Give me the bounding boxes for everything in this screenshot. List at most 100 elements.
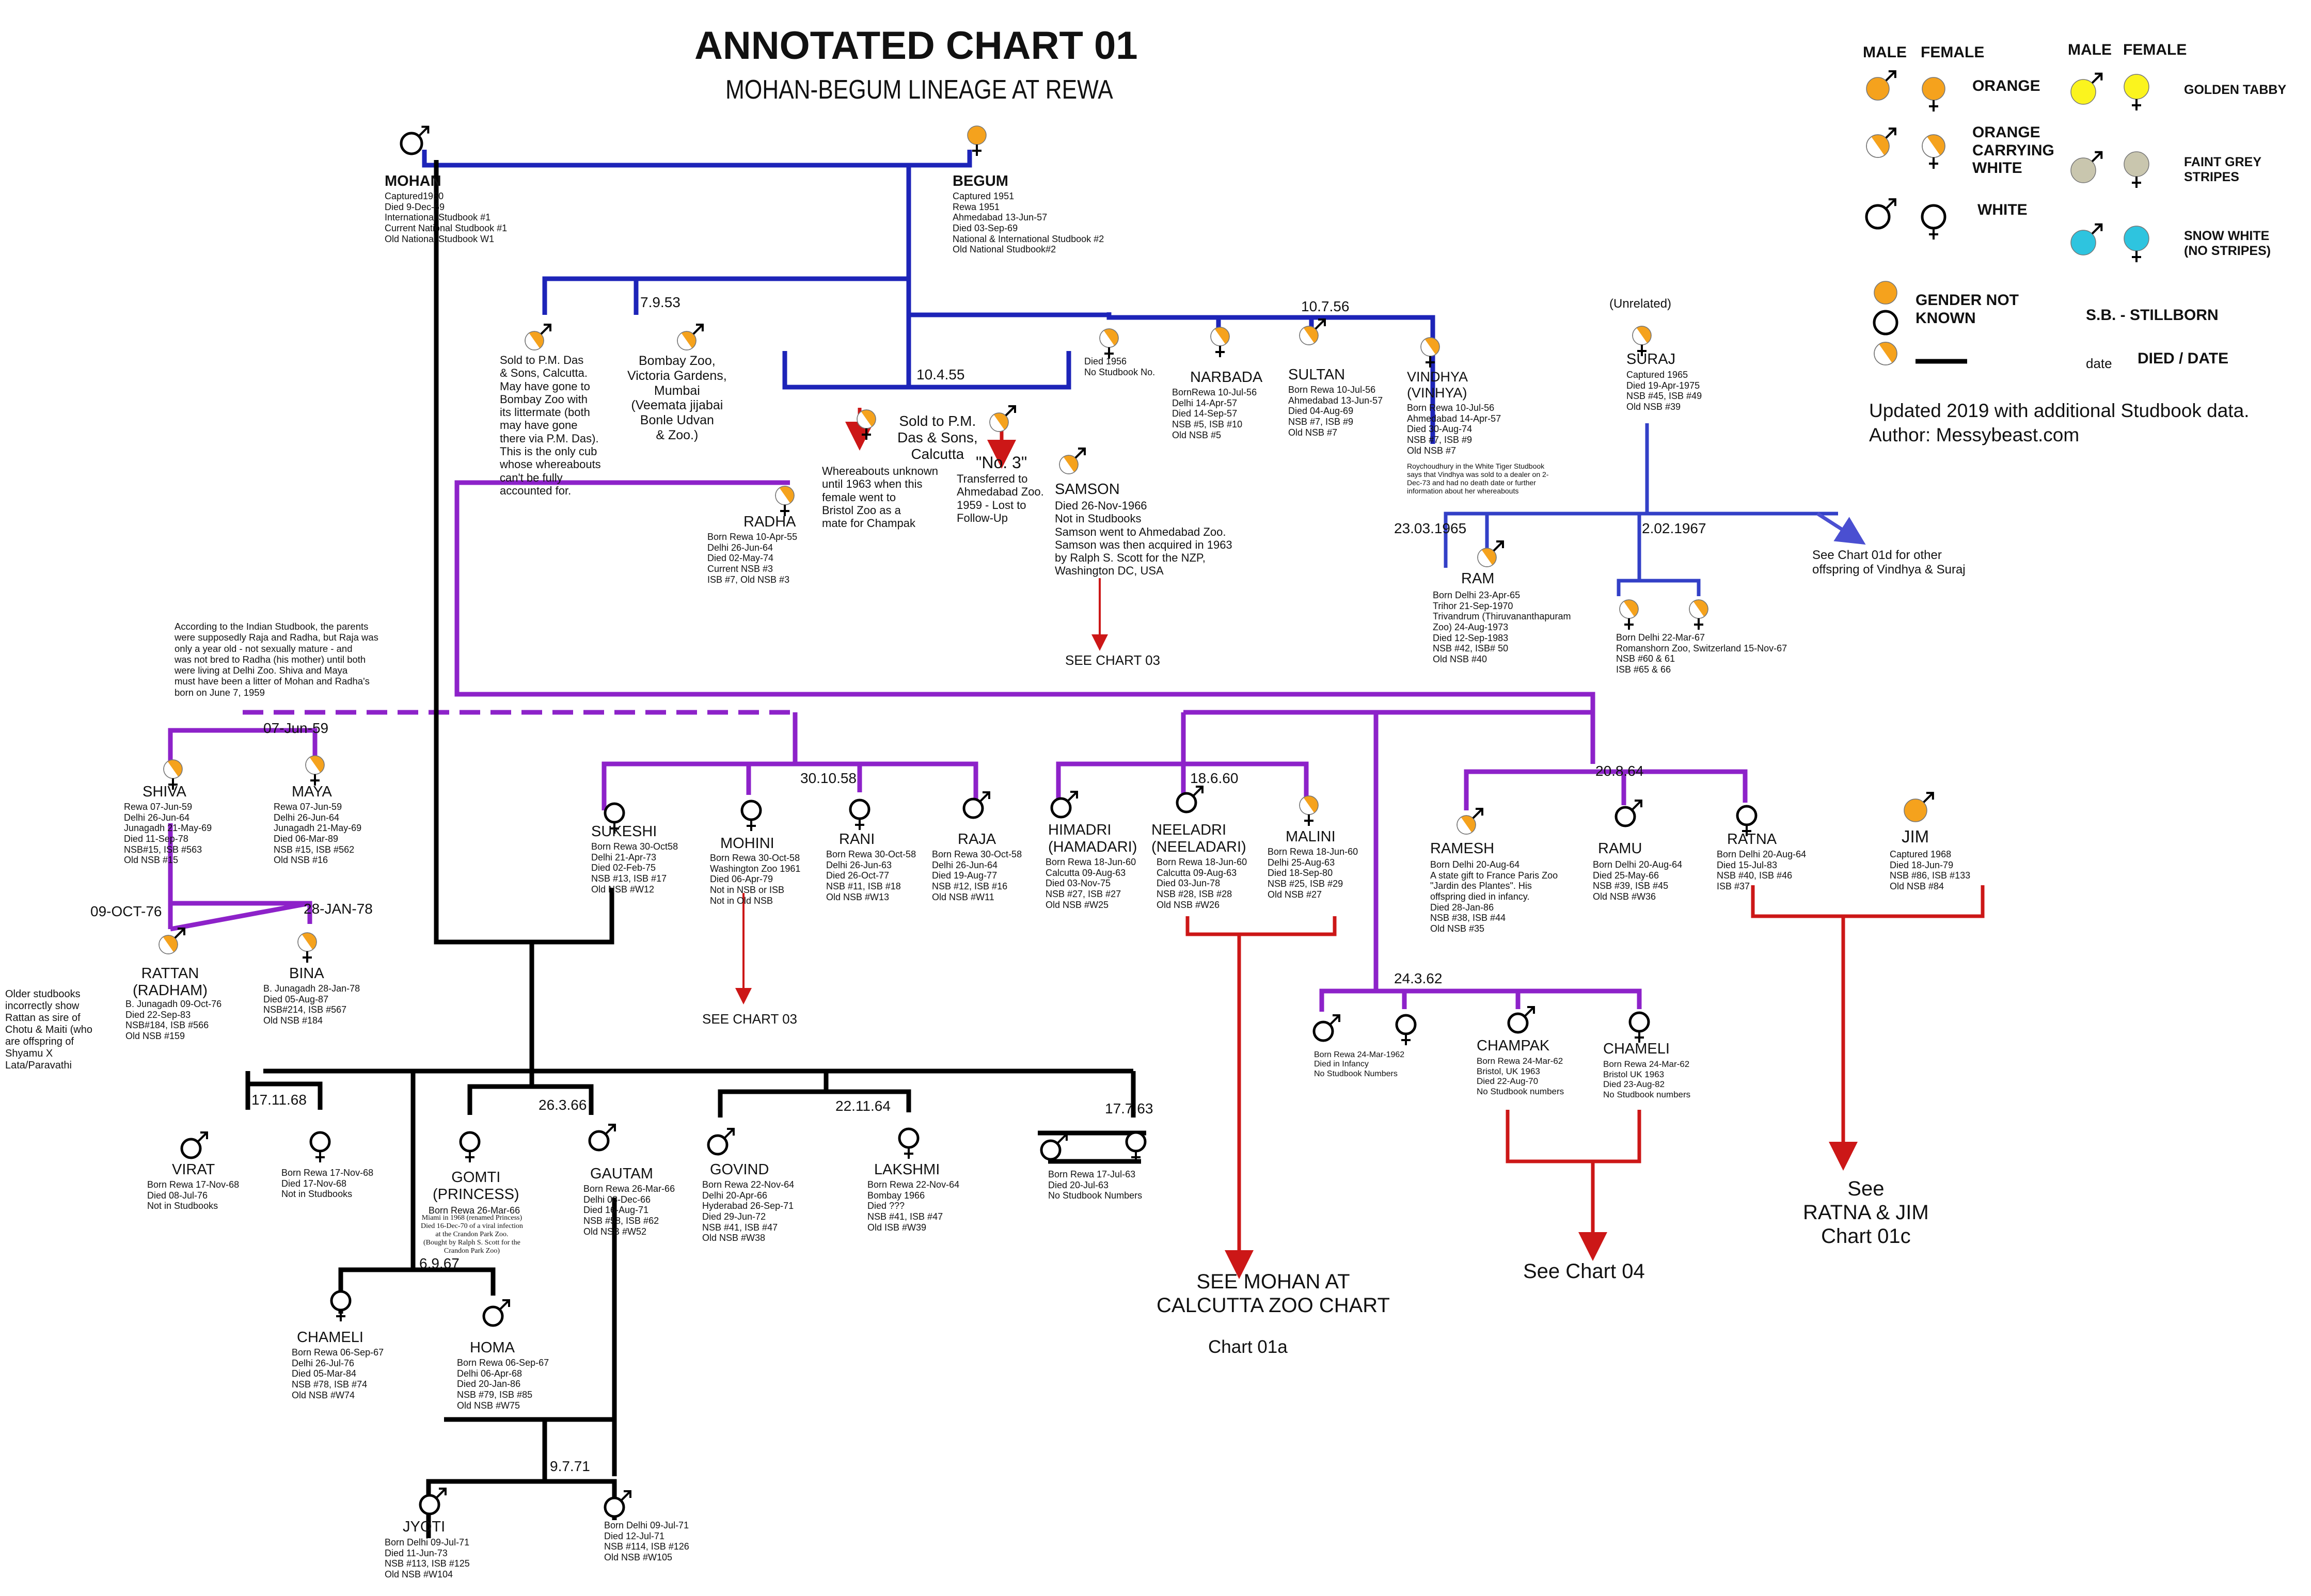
romanshorn-1-symbol [1619, 599, 1639, 630]
ram-symbol [1477, 540, 1504, 567]
narbada-symbol [1210, 327, 1230, 357]
legend-unknown-white-symbol [1873, 310, 1898, 336]
legend-snow-female-symbol [2124, 226, 2149, 262]
credits-updated: Updated 2019 with additional Studbook da… [1869, 400, 2250, 421]
ref-chart-01a: Chart 01a [1208, 1337, 1288, 1357]
tiger-details: Born Delhi 20-Aug-64 A state gift to Fra… [1430, 859, 1558, 934]
shiva-symbol [163, 759, 183, 790]
jim-symbol [1904, 792, 1934, 822]
tiger-name: GOVIND [710, 1161, 769, 1178]
legend-female-header-2: FEMALE [2123, 41, 2187, 58]
tiger-name: HIMADRI (HAMADARI) [1048, 822, 1137, 856]
date-label: 09-OCT-76 [90, 903, 162, 919]
suraj-symbol [1632, 326, 1652, 356]
rattan-symbol [159, 928, 185, 954]
tiger-details: Born Rewa 30-Oct58 Delhi 21-Apr-73 Died … [591, 841, 678, 895]
tiger-name: HOMA [470, 1339, 515, 1356]
homa-symbol [482, 1299, 510, 1327]
tiger-name: CHAMELI [297, 1329, 363, 1346]
tiger-details: Rewa 07-Jun-59 Delhi 26-Jun-64 Junagadh … [124, 802, 212, 866]
tiger-name: SHIVA [143, 784, 186, 800]
pair-1963-note: Born Rewa 17-Jul-63 Died 20-Jul-63 No St… [1048, 1169, 1143, 1201]
tiger-name: RATTAN (RADHAM) [133, 965, 208, 999]
legend-died-date: DIED / DATE [2138, 350, 2229, 367]
tiger-details: Rewa 07-Jun-59 Delhi 26-Jun-64 Junagadh … [274, 802, 362, 866]
date-label: 28-JAN-78 [304, 901, 373, 917]
virat-symbol [180, 1131, 208, 1159]
tiger-name: MALINI [1286, 828, 1336, 845]
blue-lines [422, 150, 1435, 444]
tiger-details: Born Rewa 06-Sep-67 Delhi 26-Jul-76 Died… [292, 1347, 384, 1400]
date-label: 18.6.60 [1190, 770, 1239, 786]
begum-symbol [967, 125, 987, 156]
tiger-details: Born Rewa 26-Mar-66 [429, 1205, 520, 1216]
tiger-details: Transferred to Ahmedabad Zoo. 1959 - Los… [957, 472, 1044, 524]
date-label: 24.3.62 [1394, 970, 1443, 986]
infancy-note: Born Rewa 24-Mar-1962 Died in Infancy No… [1314, 1050, 1405, 1078]
bina-symbol [297, 932, 317, 963]
tiger-details: Born Rewa 10-Jul-56 Ahmedabad 14-Apr-57 … [1407, 403, 1501, 456]
legend-unknown-ocw-symbol [1874, 342, 1897, 365]
tiger-details: Born Rewa 26-Mar-66 Delhi 08-Dec-66 Died… [583, 1184, 675, 1237]
tiger-details: Born Rewa 30-Oct-58 Delhi 26-Jun-64 Died… [932, 849, 1022, 902]
tiger-details: Captured 1951 Rewa 1951 Ahmedabad 13-Jun… [953, 191, 1104, 255]
tiger-symbols [159, 70, 2149, 1518]
tiger-details: Captured 1965 Died 19-Apr-1975 NSB #45, … [1626, 370, 1702, 412]
tiger-name: SUKESHI [591, 823, 657, 840]
legend-grey-female-symbol [2124, 151, 2149, 188]
tiger-name: RADHA [743, 514, 796, 530]
legend-orange: ORANGE [1972, 77, 2040, 94]
date-label: 22.11.64 [835, 1098, 891, 1114]
legend-orange-female-symbol [1922, 77, 1945, 111]
tiger-name: "No. 3" [976, 453, 1027, 472]
tiger-details: Born Rewa 18-Jun-60 Delhi 25-Aug-63 Died… [1268, 847, 1358, 900]
pair-1963-male-symbol [1040, 1133, 1068, 1161]
date-label: 23.03.1965 [1394, 520, 1467, 536]
tiger-details: B. Junagadh 28-Jan-78 Died 05-Aug-87 NSB… [263, 983, 360, 1026]
date-label: 2.02.1967 [1642, 520, 1706, 536]
legend-snow-male-symbol [2070, 223, 2103, 256]
tiger-details: Born Rewa 18-Jun-60 Calcutta 09-Aug-63 D… [1157, 857, 1247, 910]
tiger-details: Born Rewa 17-Nov-68 Died 08-Jul-76 Not i… [147, 1179, 240, 1211]
tiger-details: Captured1950 Died 9-Dec-69 International… [385, 191, 508, 244]
legend-female-header: FEMALE [1921, 44, 1985, 61]
tiger-details: Born Rewa 24-Mar-62 Bristol UK 1963 Died… [1603, 1059, 1691, 1099]
tiger-name: JIM [1902, 827, 1929, 846]
mohan-symbol [400, 125, 430, 155]
vindhya-symbol [1420, 337, 1440, 368]
infancy-male-symbol [1312, 1014, 1340, 1042]
chart-subtitle: MOHAN-BEGUM LINEAGE AT REWA [725, 75, 1113, 105]
cub-bombay-symbol [677, 324, 704, 350]
tiger-details: Born Rewa 30-Oct-58 Delhi 26-Jun-63 Died… [826, 849, 916, 902]
tiger-name: MOHAN [385, 173, 441, 189]
red-lines [735, 408, 1985, 1279]
tiger-details: Born Delhi 20-Aug-64 Died 15-Jul-83 NSB … [1717, 849, 1807, 892]
tiger-name: VIRAT [172, 1161, 215, 1178]
samson-symbol [1059, 448, 1086, 474]
legend-white-male-symbol [1865, 198, 1896, 230]
tiger-details: Captured 1968 Died 18-Jun-79 NSB #86, IS… [1890, 849, 1971, 892]
sultan-symbol [1299, 318, 1326, 345]
date-label: 07-Jun-59 [263, 720, 329, 736]
mohini-symbol [740, 800, 762, 831]
legend-gender-not-known: GENDER NOT KNOWN [1916, 292, 2019, 327]
purple-lines [168, 480, 1748, 1012]
date-label: 9.7.71 [550, 1458, 590, 1474]
romanshorn-2-symbol [1689, 599, 1708, 630]
tiger-name: RAJA [958, 831, 996, 848]
ref-chart-01c: See RATNA & JIM Chart 01c [1803, 1177, 1929, 1248]
gomti-symbol [459, 1131, 481, 1162]
sukeshi-symbol [604, 802, 625, 834]
tiger-name: RATNA [1727, 831, 1777, 848]
died1956-symbol [1099, 328, 1119, 359]
legend-orange-carrying-white: ORANGE CARRYING WHITE [1972, 124, 2054, 177]
tiger-name: NEELADRI (NEELADARI) [1151, 822, 1246, 856]
see-chart-03-mohini: SEE CHART 03 [702, 1011, 798, 1027]
tiger-details: Born Rewa 22-Nov-64 Bombay 1966 Died ???… [867, 1179, 960, 1233]
tiger-details: Born Rewa 10-Apr-55 Delhi 26-Jun-64 Died… [707, 532, 798, 585]
champak-symbol [1507, 1006, 1535, 1034]
see-chart-01d: See Chart 01d for other offspring of Vin… [1812, 548, 1966, 577]
tiger-details: Born Delhi 09-Jul-71 Died 11-Jun-73 NSB … [385, 1537, 470, 1580]
chameli-1967-symbol [330, 1290, 352, 1321]
chameli-1962-symbol [1628, 1011, 1650, 1043]
